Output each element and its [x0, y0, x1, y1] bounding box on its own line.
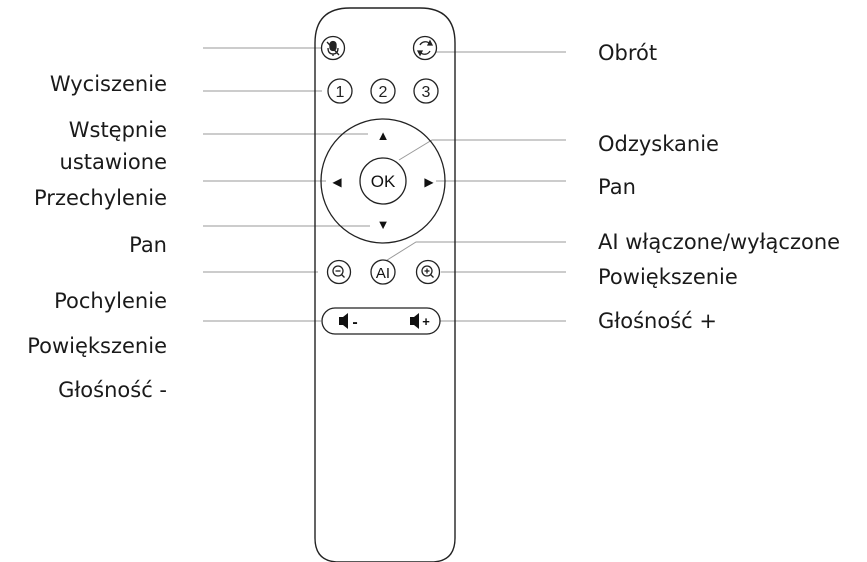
volume-minus-label: - — [352, 314, 357, 331]
zoom-in-button[interactable] — [415, 259, 441, 285]
volume-plus-label: + — [422, 314, 430, 329]
zoom-out-icon — [332, 265, 345, 278]
ai-label: AI — [376, 265, 390, 282]
label-powiekszenie-left: Powiększenie — [27, 334, 167, 358]
label-przechylenie: Przechylenie — [34, 186, 167, 210]
label-ai-toggle: AI włączone/wyłączone — [598, 230, 841, 254]
label-pan-right: Pan — [598, 175, 636, 199]
mute-mic-icon — [326, 40, 340, 56]
dpad-ring — [320, 118, 446, 244]
volume-minus-button[interactable]: - — [339, 313, 358, 331]
ok-button[interactable]: OK — [359, 157, 407, 205]
preset-1-label: 1 — [336, 84, 345, 101]
mute-button[interactable] — [320, 35, 346, 61]
leader-lines-right — [383, 51, 566, 322]
ai-button[interactable]: AI — [370, 259, 396, 285]
rotate-icon — [416, 39, 434, 57]
preset-button-2[interactable]: 2 — [370, 78, 396, 104]
label-pochylenie: Pochylenie — [54, 289, 167, 313]
label-powiekszenie-right: Powiększenie — [598, 265, 738, 289]
dpad-right[interactable]: ▶ — [424, 175, 434, 189]
label-odzyskanie: Odzyskanie — [598, 132, 719, 156]
speaker-icon — [339, 313, 348, 329]
ok-label: OK — [371, 172, 396, 191]
preset-3-label: 3 — [422, 84, 431, 101]
volume-rocker[interactable]: - + — [321, 307, 441, 335]
zoom-out-button[interactable] — [326, 259, 352, 285]
preset-button-1[interactable]: 1 — [327, 78, 353, 104]
label-glosnosc-plus: Głośność + — [598, 309, 717, 333]
leader-ok — [398, 139, 566, 161]
label-ustawione: ustawione — [59, 150, 167, 174]
speaker-icon — [410, 313, 419, 329]
volume-plus-button[interactable]: + — [410, 313, 430, 329]
dpad-up[interactable]: ▲ — [377, 128, 390, 143]
leader-ai — [383, 241, 566, 263]
label-wstepnie: Wstępnie — [68, 118, 167, 142]
preset-button-3[interactable]: 3 — [413, 78, 439, 104]
label-obrot: Obrót — [598, 41, 658, 65]
rotate-button[interactable] — [412, 35, 438, 61]
remote-body — [314, 7, 456, 562]
label-glosnosc-minus: Głośność - — [58, 378, 167, 402]
label-wyciszenie: Wyciszenie — [49, 72, 167, 96]
leader-lines-left — [203, 47, 370, 322]
dpad-left[interactable]: ◀ — [332, 175, 342, 189]
zoom-in-icon — [421, 265, 434, 278]
dpad-down[interactable]: ▼ — [377, 217, 390, 232]
label-pan-left: Pan — [129, 233, 167, 257]
preset-2-label: 2 — [379, 84, 388, 101]
